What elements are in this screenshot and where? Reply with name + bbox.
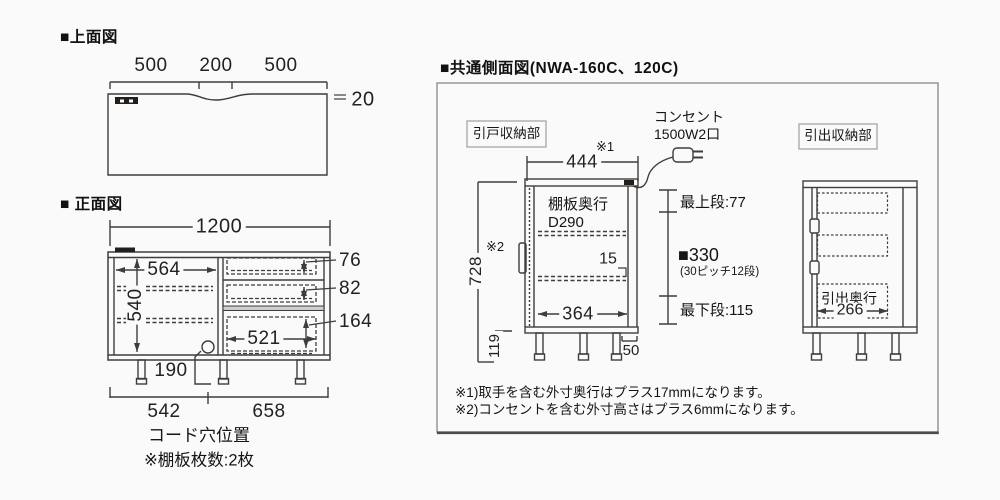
dim-76: 76	[339, 250, 362, 272]
top-board-outline	[107, 93, 328, 176]
dim-1200: 1200	[192, 216, 246, 238]
drawer-handle-1	[809, 218, 820, 234]
dim-500-right: 500	[264, 55, 298, 77]
top-view-title: ■上面図	[60, 29, 118, 46]
drawer-unit-label-box	[798, 123, 878, 150]
outlet-mark-side-view	[624, 180, 634, 185]
drawer-body-dashes	[816, 192, 889, 319]
dim-164: 164	[339, 311, 373, 333]
note1-ref: ※1	[596, 139, 615, 154]
outlet-mark-front-view	[115, 247, 135, 252]
dim-15: 15	[599, 250, 617, 268]
cord-hole-leader	[194, 350, 211, 385]
pitch-note: (30ピッチ12段)	[680, 266, 760, 278]
side-view-title: ■共通側面図(NWA-160C、120C)	[440, 60, 679, 77]
drawer-handle-2	[809, 260, 820, 275]
side-view-lines	[436, 82, 939, 435]
dim-82: 82	[339, 278, 362, 300]
dim-364: 364	[559, 304, 597, 324]
footnote-1: ※1)取手を含む外寸奥行はプラス17mmになります。	[455, 385, 771, 400]
dim-521: 521	[244, 329, 284, 349]
sliding-unit-side	[518, 178, 639, 361]
top-view-lines	[107, 81, 346, 176]
outlet-label-line1: コンセント	[654, 109, 724, 125]
dim-540: 540	[125, 285, 146, 325]
power-cord	[632, 156, 674, 189]
note2-ref: ※2	[486, 239, 505, 254]
dim-728: 728	[466, 253, 485, 289]
pitch-label: ■330	[678, 245, 719, 265]
dim-119: 119	[486, 331, 503, 361]
front-drawer-dashes	[226, 257, 317, 355]
outlet-label-line2: 1500W2口	[654, 126, 721, 142]
sliding-unit-label-box	[466, 120, 547, 148]
sliding-unit-label: 引戸収納部	[472, 125, 541, 141]
dim-20-thickness: 20	[351, 88, 375, 111]
shelf-position-bracket	[659, 189, 677, 325]
drawer-unit-label: 引出収納部	[804, 128, 872, 144]
footnote-2: ※2)コンセントを含む外寸高さはプラス6mmになります。	[455, 402, 804, 417]
door-handle	[518, 242, 527, 274]
dim-50: 50	[622, 342, 640, 360]
dim-564: 564	[144, 260, 184, 280]
drawer-depth-label: 引出奥行	[821, 290, 877, 307]
dim-542: 542	[147, 401, 181, 423]
drawer-unit-legs	[810, 332, 902, 361]
gap-15-bracket	[618, 267, 627, 277]
drawer-unit-side	[802, 180, 918, 361]
dim-266: 266	[833, 302, 867, 320]
shelf-depth-label-line2: D290	[548, 214, 584, 231]
dim-444: 444	[563, 152, 601, 172]
shelf-depth-label-line1: 棚板奥行	[548, 196, 609, 213]
outlet-mark-top-view	[115, 97, 138, 104]
cord-hole-caption: コード穴位置	[148, 426, 250, 446]
bottom-shelf-label: 最下段:115	[680, 302, 754, 319]
dim-200: 200	[199, 55, 233, 77]
front-view-title: ■ 正面図	[60, 196, 123, 213]
cord-hole	[201, 340, 215, 354]
plug-icon	[672, 147, 703, 163]
top-shelf-label: 最上段:77	[680, 194, 746, 211]
front-cabinet-outline	[107, 251, 331, 361]
sliding-unit-legs	[533, 332, 623, 361]
shelf-count-note: ※棚板枚数:2枚	[143, 451, 255, 470]
front-legs	[135, 359, 307, 385]
side-shelf-dashes	[538, 230, 626, 282]
dim-190: 190	[154, 360, 188, 382]
dim-500-left: 500	[134, 55, 168, 77]
dim-658: 658	[252, 401, 286, 423]
